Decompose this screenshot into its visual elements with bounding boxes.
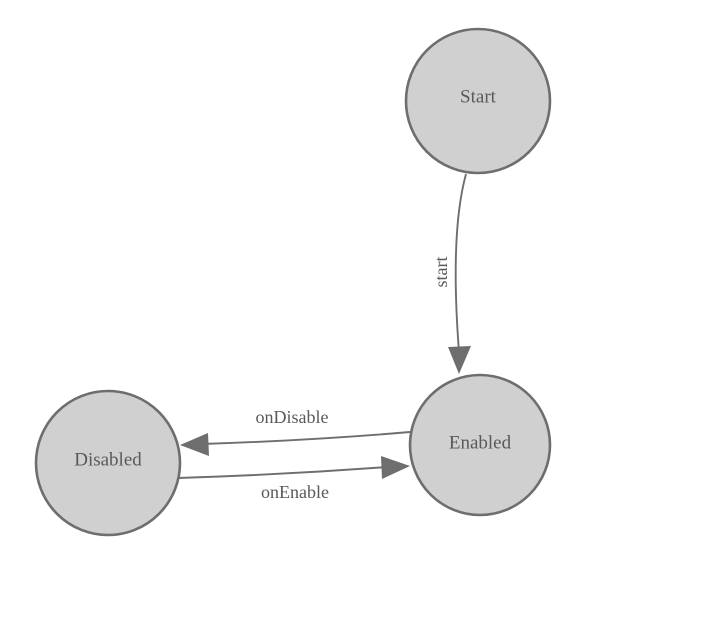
node-enabled[interactable]: Enabled [408,373,552,517]
edge-on-disable-label: onDisable [256,407,329,427]
node-start-label: Start [460,86,497,107]
edge-on-disable[interactable]: onDisable [180,407,411,456]
node-disabled-circle [34,389,182,537]
edge-on-enable-line [177,466,388,479]
node-enabled-label: Enabled [449,432,512,453]
edge-start-arrowhead [448,346,471,374]
edge-on-enable-label: onEnable [261,482,329,502]
edge-start[interactable]: start [431,173,471,374]
node-enabled-circle [408,373,552,517]
node-disabled-label: Disabled [74,449,142,470]
edge-on-disable-arrowhead [180,433,209,456]
edge-on-disable-line [201,431,411,445]
node-start-circle [404,27,552,175]
edge-on-enable-arrowhead [381,456,410,479]
node-start[interactable]: Start [404,27,552,175]
edge-start-label: start [431,257,451,288]
edge-start-line [454,173,467,353]
edge-on-enable[interactable]: onEnable [177,456,410,502]
node-disabled[interactable]: Disabled [34,389,182,537]
